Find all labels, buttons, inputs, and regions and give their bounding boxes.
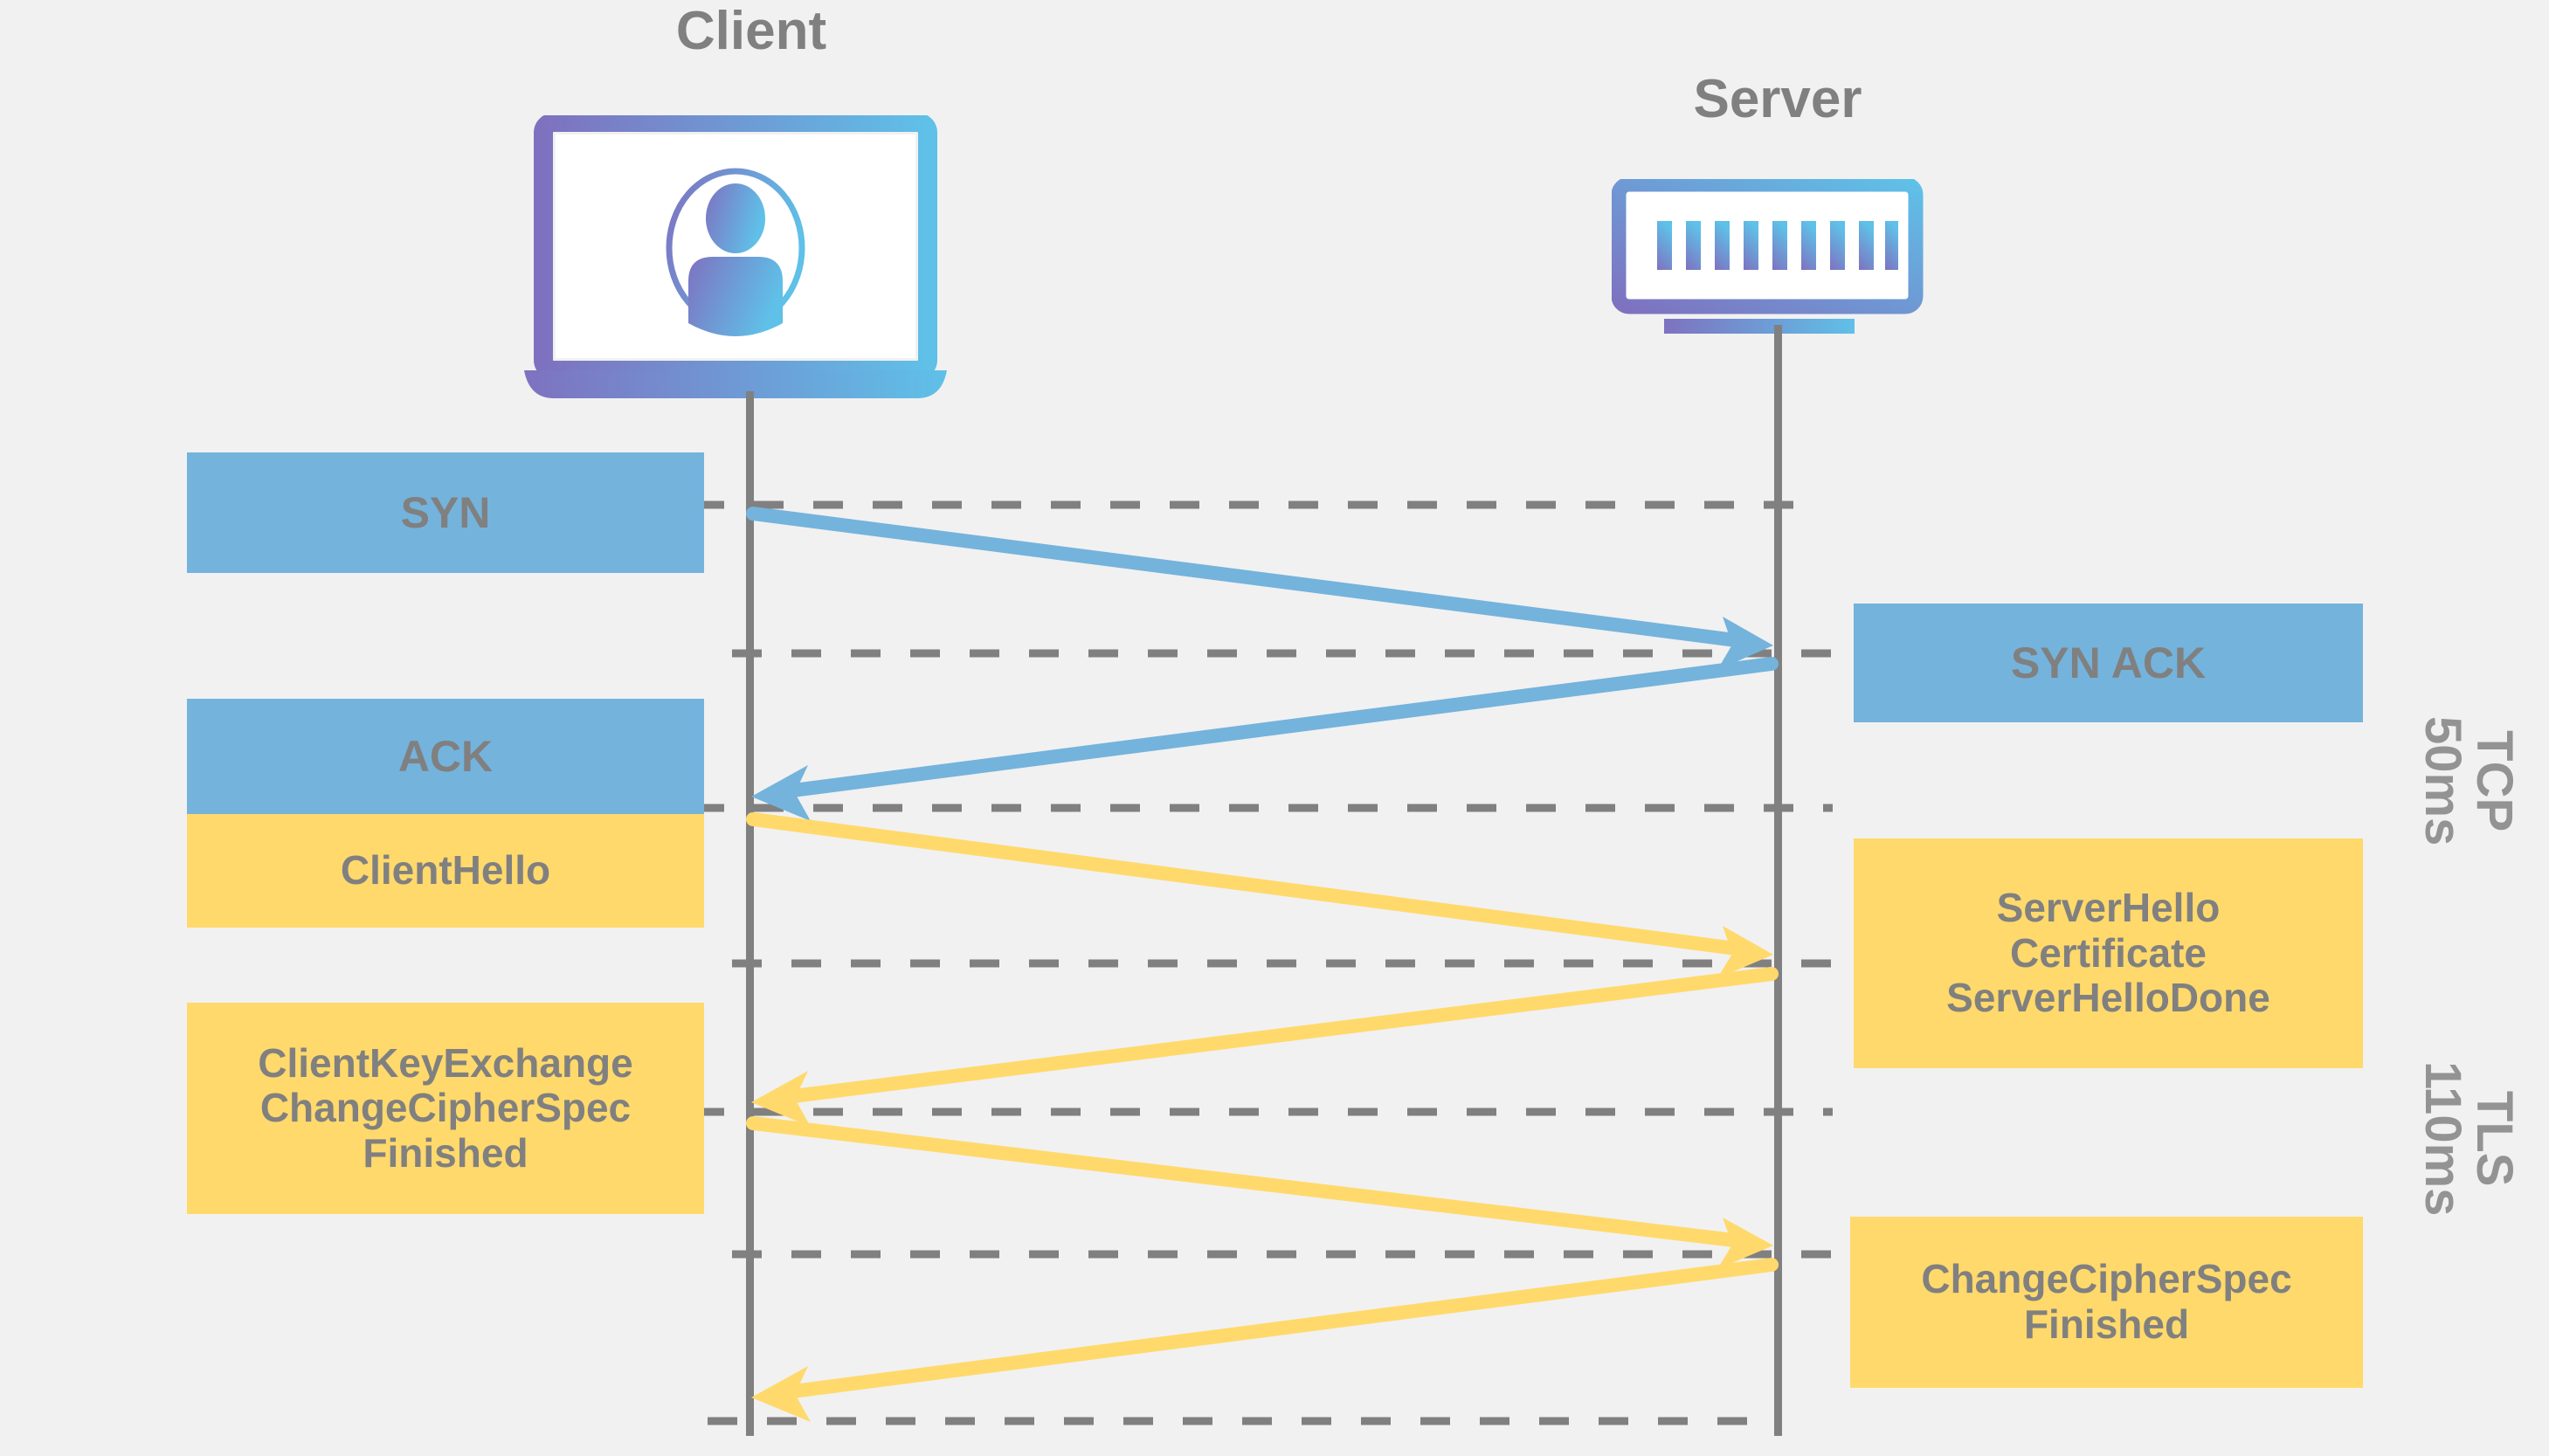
timing-guide-lines [694, 500, 1859, 1425]
arrow-server-hello [751, 967, 1779, 1127]
server-rack-icon [1612, 179, 1924, 334]
message-box-ack[interactable]: ACK [187, 699, 704, 814]
message-box-syn-ack[interactable]: SYN ACK [1854, 604, 2363, 722]
client-lifeline [746, 391, 754, 1436]
message-box-client-key-exchange[interactable]: ClientKeyExchange ChangeCipherSpec Finis… [187, 1003, 704, 1214]
message-box-syn[interactable]: SYN [187, 452, 704, 573]
arrow-syn-ack [751, 657, 1779, 821]
arrow-client-hello [746, 812, 1773, 978]
server-title: Server [1693, 69, 1862, 129]
message-box-client-hello[interactable]: ClientHello [187, 814, 704, 928]
arrow-syn [746, 507, 1773, 670]
laptop-user-icon [524, 115, 947, 398]
server-lifeline [1774, 325, 1782, 1436]
message-box-change-cipher-spec[interactable]: ChangeCipherSpec Finished [1850, 1217, 2363, 1388]
arrow-client-key-exchange [746, 1116, 1773, 1269]
message-box-server-hello[interactable]: ServerHello Certificate ServerHelloDone [1854, 838, 2363, 1068]
arrow-change-cipher-spec [751, 1258, 1779, 1422]
phase-label-tcp: TCP 50ms [2414, 716, 2523, 846]
phase-label-tls: TLS 110ms [2414, 1061, 2523, 1217]
client-title: Client [675, 1, 827, 61]
